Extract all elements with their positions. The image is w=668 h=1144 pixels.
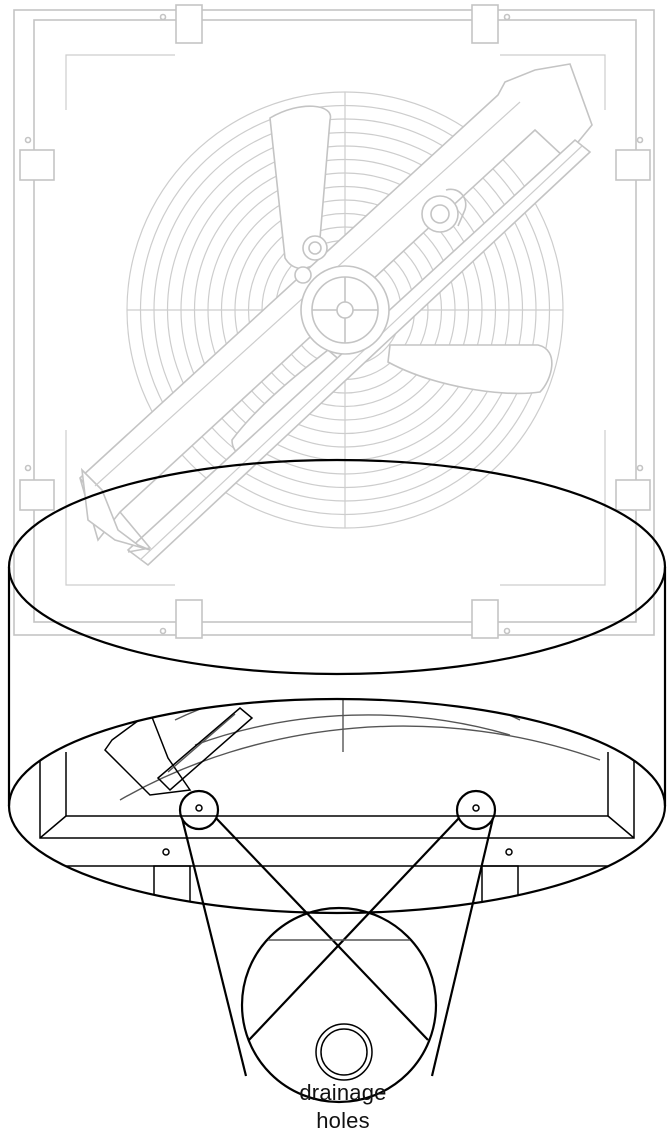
fan-front-view: [13, 4, 655, 639]
drainage-hole-icon: [315, 1023, 373, 1081]
drainage-callouts: [178, 789, 497, 1077]
caption-line-2: holes: [316, 1108, 370, 1133]
drainage-hole-left: [195, 804, 203, 812]
drainage-hole-right: [472, 804, 480, 812]
drainage-hole-inner-ring: [320, 1028, 368, 1076]
drainage-hole-zoom: drainage holes: [240, 906, 438, 1133]
frame-corner-guides: [65, 54, 606, 586]
closeup-bottom-frame: [14, 699, 660, 905]
drainage-hole-left-marker: [178, 789, 220, 831]
drainage-hole-right-marker: [455, 789, 497, 831]
motor-hub: [300, 265, 390, 355]
secondary-motor: [421, 188, 467, 233]
zoom-circle-outline: [240, 906, 438, 1104]
inner-frame: [33, 19, 637, 623]
caption-line-1: drainage: [299, 1080, 386, 1105]
frame-screws: [24, 13, 644, 635]
magnifier-bottom-ellipse: [7, 697, 667, 915]
outer-frame: [13, 9, 655, 636]
magnifier-cylinder: [7, 458, 667, 915]
mounting-clips: [19, 4, 651, 639]
capacitor: [294, 235, 328, 284]
